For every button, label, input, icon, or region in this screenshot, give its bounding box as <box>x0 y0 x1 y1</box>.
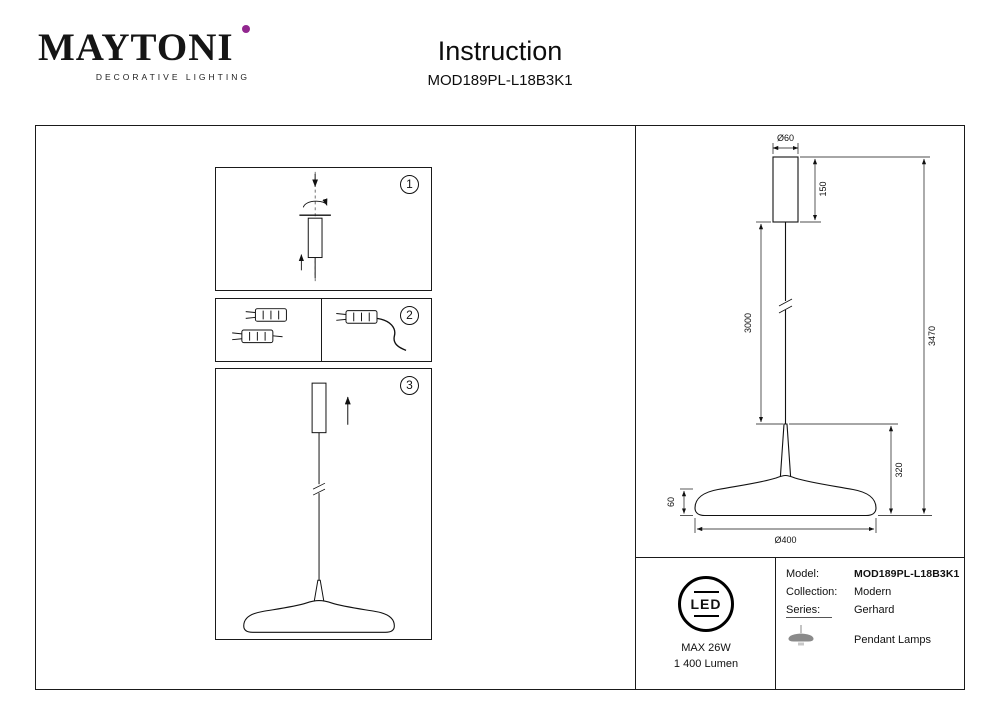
spec-row-model: Model: MOD189PL-L18B3K1 <box>786 568 961 580</box>
dim-label-cable-length: 3000 <box>743 313 753 333</box>
model-label: Model: <box>786 568 820 580</box>
model-number: MOD189PL-L18B3K1 <box>427 72 573 89</box>
spec-table: Model: MOD189PL-L18B3K1 Collection: Mode… <box>786 568 961 661</box>
power-cable <box>376 317 407 351</box>
brand-logo: MAYTONI DECORATIVE LIGHTING <box>38 25 252 82</box>
collection-label: Collection: <box>786 586 838 598</box>
vertical-divider <box>635 126 636 689</box>
led-logo-line <box>693 591 719 593</box>
step1-mounting-diagram <box>298 171 331 285</box>
step1-box: 1 <box>215 167 432 291</box>
step2-box-right: 2 <box>321 298 432 362</box>
dimension-labels: Ø60 150 3000 320 3470 60 Ø400 <box>666 134 937 545</box>
step3-box: 3 <box>215 368 432 640</box>
step2-number-badge: 2 <box>400 306 419 325</box>
lamp-outline <box>694 156 877 517</box>
brand-tagline: DECORATIVE LIGHTING <box>95 72 250 82</box>
brand-name: MAYTONI <box>38 26 234 69</box>
led-logo-icon: LED <box>678 576 734 632</box>
pendant-lamp-icon <box>786 624 854 655</box>
dimension-drawing: Ø60 150 3000 320 3470 60 Ø400 <box>666 134 937 545</box>
max-power-text: MAX 26W <box>681 642 731 654</box>
dim-label-shade-height: 60 <box>666 497 676 507</box>
dim-label-canopy-height: 150 <box>818 181 828 196</box>
type-value: Pendant Lamps <box>854 633 932 646</box>
step3-assembly-diagram <box>243 382 395 633</box>
model-value: MOD189PL-L18B3K1 <box>854 568 960 580</box>
step2-wiring-diagram <box>336 310 407 351</box>
bottom-vertical-divider <box>775 557 776 689</box>
lamp-shade <box>243 600 395 633</box>
dim-label-shade-diameter: Ø400 <box>774 535 796 545</box>
step3-number-badge: 3 <box>400 376 419 395</box>
title-block: Instruction MOD189PL-L18B3K1 <box>0 36 1000 89</box>
series-value: Gerhard <box>854 604 895 616</box>
canopy-body <box>311 382 327 434</box>
step1-number-badge: 1 <box>400 175 419 194</box>
lamp-shade <box>694 474 877 517</box>
rotate-arrow-icon <box>302 198 328 208</box>
dim-label-body-height: 320 <box>894 462 904 477</box>
led-logo-line <box>693 615 719 617</box>
stem-flare <box>779 423 792 484</box>
collection-value: Modern <box>854 586 892 598</box>
dim-label-canopy-diameter: Ø60 <box>777 134 794 143</box>
led-badge-block: LED MAX 26W 1 400 Lumen <box>646 576 766 673</box>
step2-terminal-blocks-diagram <box>232 308 287 344</box>
canopy-body <box>307 217 323 259</box>
sheet-frame: 1 <box>35 125 965 690</box>
spec-row-series: Series: Gerhard <box>786 604 961 618</box>
step2-box-left <box>215 298 322 362</box>
series-label: Series: <box>786 604 832 618</box>
page-title: Instruction <box>437 36 563 66</box>
brand-dot-icon <box>242 25 250 33</box>
spec-row-type: Pendant Lamps <box>786 624 961 655</box>
luminous-flux-text: 1 400 Lumen <box>673 657 739 670</box>
dimension-lines <box>680 143 932 533</box>
spec-row-collection: Collection: Modern <box>786 586 961 598</box>
horizontal-divider <box>635 557 964 558</box>
led-logo-label: LED <box>690 596 722 612</box>
canopy-body <box>772 156 799 223</box>
dim-label-total-height: 3470 <box>927 326 937 346</box>
